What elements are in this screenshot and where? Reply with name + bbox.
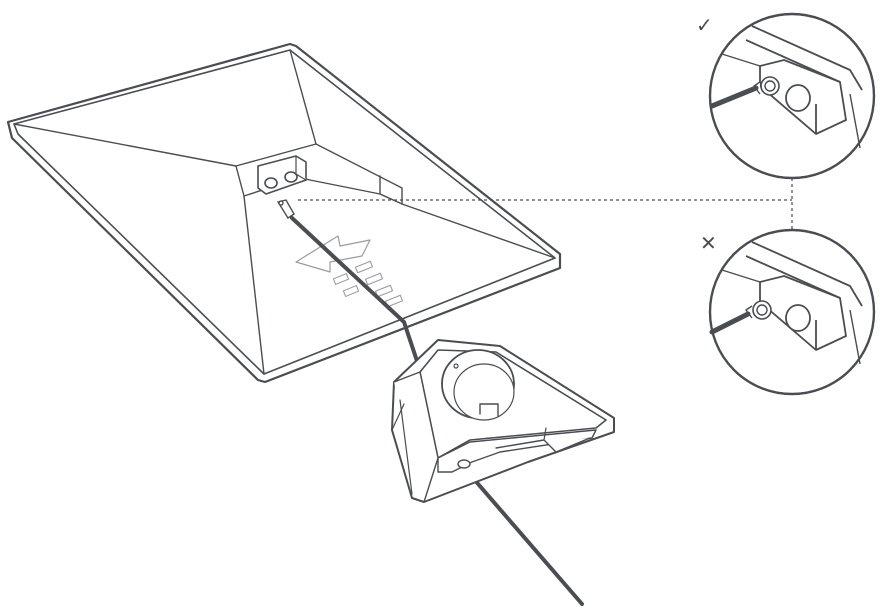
cross-icon: ✕ bbox=[700, 231, 717, 255]
monitor-stand-base bbox=[391, 339, 615, 503]
power-cable-plug bbox=[276, 199, 295, 219]
embossed-arrow bbox=[295, 235, 371, 273]
power-cable bbox=[290, 216, 584, 606]
monitor-back-panel bbox=[6, 42, 562, 384]
connector-port bbox=[257, 155, 307, 195]
embossed-marks bbox=[332, 260, 404, 308]
callout-leader bbox=[298, 178, 793, 234]
detail-correct-view: ✓ bbox=[696, 12, 876, 180]
checkmark-icon: ✓ bbox=[696, 13, 713, 37]
detail-incorrect-view: ✕ bbox=[700, 228, 876, 396]
